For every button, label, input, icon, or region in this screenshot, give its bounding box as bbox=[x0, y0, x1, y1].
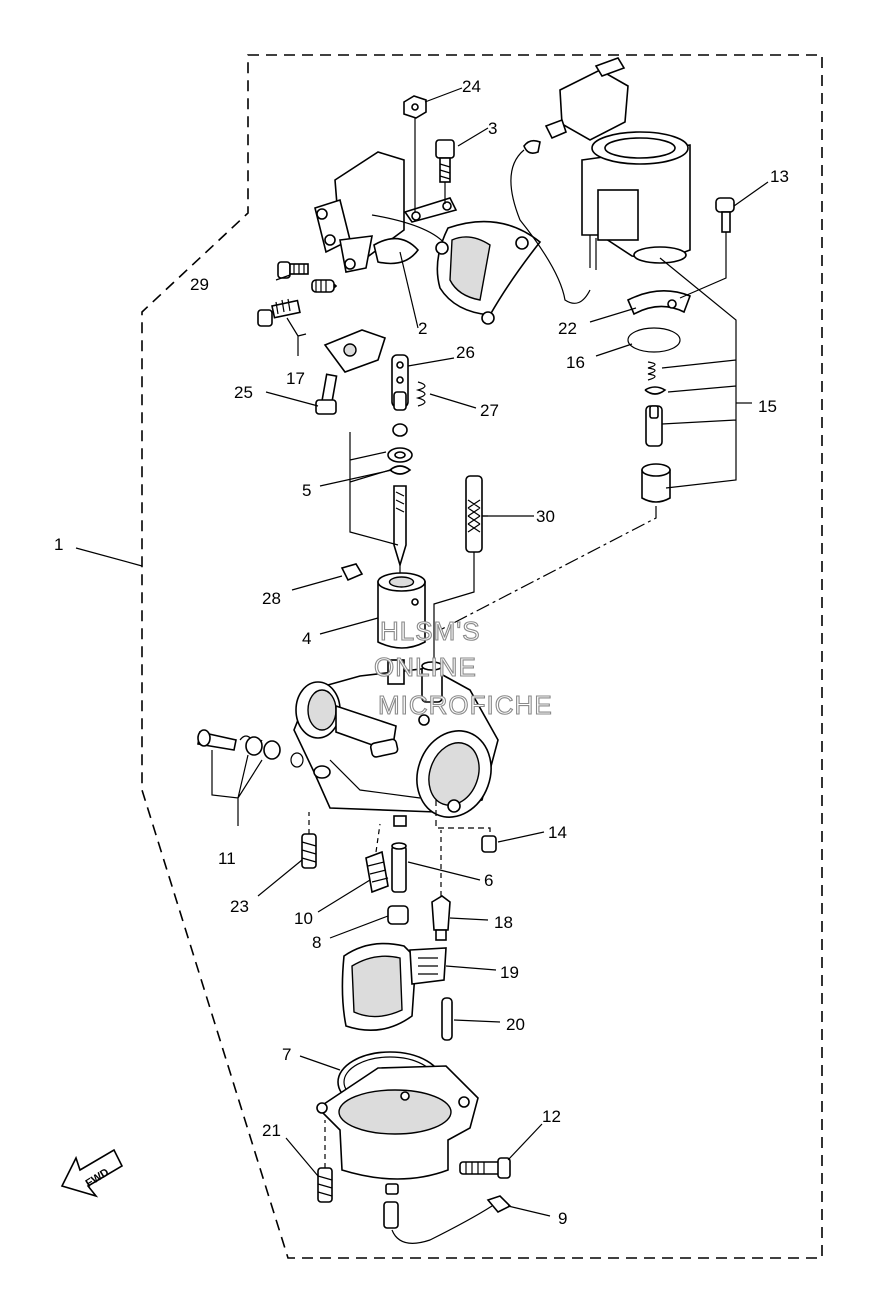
callout-20: 20 bbox=[506, 1015, 525, 1034]
callout-9: 9 bbox=[558, 1209, 567, 1228]
callout-3: 3 bbox=[488, 119, 497, 138]
callout-11: 11 bbox=[218, 849, 236, 868]
callout-26: 26 bbox=[456, 343, 475, 362]
plug-28 bbox=[340, 563, 364, 582]
solenoid-body bbox=[581, 131, 691, 270]
link-block bbox=[323, 329, 386, 373]
screw-3 bbox=[435, 139, 455, 204]
screw-13 bbox=[679, 197, 735, 299]
callout-labels: 1 2 3 4 5 6 7 8 9 10 11 12 13 14 15 16 1… bbox=[54, 77, 789, 1228]
link-rod-26 bbox=[391, 354, 409, 411]
needle-set-5 bbox=[349, 423, 413, 578]
callout-4: 4 bbox=[302, 629, 311, 648]
callout-29: 29 bbox=[190, 275, 209, 294]
watermark-line-3: MICROFICHE bbox=[378, 690, 553, 720]
callout-18: 18 bbox=[494, 913, 513, 932]
callout-10: 10 bbox=[294, 909, 313, 928]
callout-2: 2 bbox=[418, 319, 427, 338]
jet-10 bbox=[365, 823, 389, 894]
float-19 bbox=[341, 942, 447, 1032]
screw-23 bbox=[301, 812, 317, 869]
plunger-parts-15 bbox=[439, 257, 752, 631]
callout-12: 12 bbox=[542, 1107, 561, 1126]
carburetor-body bbox=[293, 659, 499, 827]
screw-12 bbox=[459, 1157, 511, 1179]
drain-hose-9 bbox=[383, 1195, 512, 1244]
callout-28: 28 bbox=[262, 589, 281, 608]
callout-22: 22 bbox=[558, 319, 577, 338]
needle-valve-18 bbox=[431, 830, 451, 941]
filter-30 bbox=[433, 475, 483, 660]
callout-14: 14 bbox=[548, 823, 567, 842]
assembly-boundary bbox=[141, 54, 823, 1259]
callout-25: 25 bbox=[234, 383, 253, 402]
callout-7: 7 bbox=[282, 1045, 291, 1064]
callout-21: 21 bbox=[262, 1121, 281, 1140]
callout-1: 1 bbox=[54, 535, 63, 554]
callout-6: 6 bbox=[484, 871, 493, 890]
leader-lines bbox=[75, 87, 769, 1217]
callout-17: 17 bbox=[286, 369, 305, 388]
plate-22 bbox=[626, 290, 692, 316]
spring-27 bbox=[415, 381, 426, 407]
watermark-line-1: HLSM'S bbox=[380, 616, 481, 646]
connector bbox=[510, 57, 629, 304]
screw-25 bbox=[315, 373, 338, 415]
screw-spring-17 bbox=[257, 279, 338, 356]
screw-21 bbox=[317, 1120, 333, 1203]
callout-15: 15 bbox=[758, 397, 777, 416]
pin-20 bbox=[441, 997, 453, 1041]
callout-24: 24 bbox=[462, 77, 481, 96]
idle-screw-set-11 bbox=[197, 729, 331, 826]
callout-30: 30 bbox=[536, 507, 555, 526]
nut-24 bbox=[403, 95, 427, 212]
jet-6 bbox=[391, 842, 407, 893]
screw-29 bbox=[277, 261, 309, 279]
callout-23: 23 bbox=[230, 897, 249, 916]
callout-13: 13 bbox=[770, 167, 789, 186]
callout-8: 8 bbox=[312, 933, 321, 952]
throttle-lever-assembly bbox=[314, 151, 542, 325]
o-ring-16 bbox=[627, 327, 681, 353]
callout-16: 16 bbox=[566, 353, 585, 372]
callout-27: 27 bbox=[480, 401, 499, 420]
callout-19: 19 bbox=[500, 963, 519, 982]
callout-5: 5 bbox=[302, 481, 311, 500]
arrow-left-icon bbox=[60, 1148, 124, 1198]
throttle-valve-4 bbox=[377, 572, 426, 649]
watermark-line-2: ONLINE bbox=[374, 652, 477, 682]
float-chamber-7 bbox=[316, 1051, 479, 1195]
jet-8 bbox=[387, 905, 409, 925]
watermark: HLSM'S ONLINE MICROFICHE bbox=[373, 615, 553, 720]
screw-14 bbox=[435, 800, 497, 853]
fwd-direction-indicator: FWD bbox=[60, 1148, 124, 1198]
